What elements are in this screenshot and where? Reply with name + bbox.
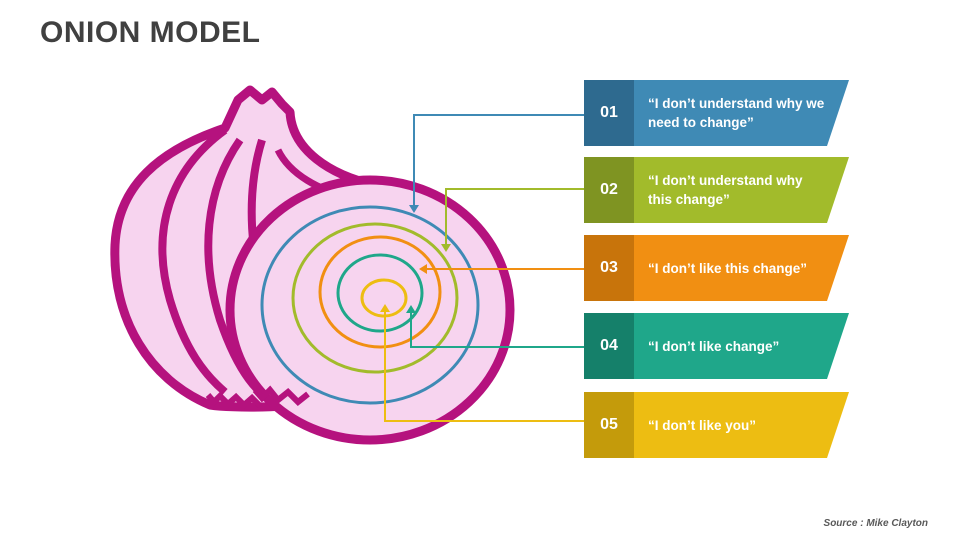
level-text: “I don’t like this change” (648, 235, 828, 301)
level-row-05: 05“I don’t like you” (584, 392, 849, 458)
level-number: 02 (584, 157, 634, 223)
level-row-02: 02“I don’t understand why this change” (584, 157, 849, 223)
level-band-tail (827, 313, 849, 379)
level-number: 05 (584, 392, 634, 458)
level-text: “I don’t understand why we need to chang… (648, 80, 828, 146)
level-band-tail (827, 80, 849, 146)
cut-onion (230, 180, 510, 440)
level-text: “I don’t like you” (648, 392, 828, 458)
level-band-tail (827, 235, 849, 301)
level-number: 01 (584, 80, 634, 146)
level-text: “I don’t like change” (648, 313, 828, 379)
level-row-01: 01“I don’t understand why we need to cha… (584, 80, 849, 146)
level-row-03: 03“I don’t like this change” (584, 235, 849, 301)
level-number: 03 (584, 235, 634, 301)
level-band-tail (827, 392, 849, 458)
level-number: 04 (584, 313, 634, 379)
level-text: “I don’t understand why this change” (648, 157, 828, 223)
level-band-tail (827, 157, 849, 223)
source-note: Source : Mike Clayton (824, 518, 928, 529)
level-row-04: 04“I don’t like change” (584, 313, 849, 379)
